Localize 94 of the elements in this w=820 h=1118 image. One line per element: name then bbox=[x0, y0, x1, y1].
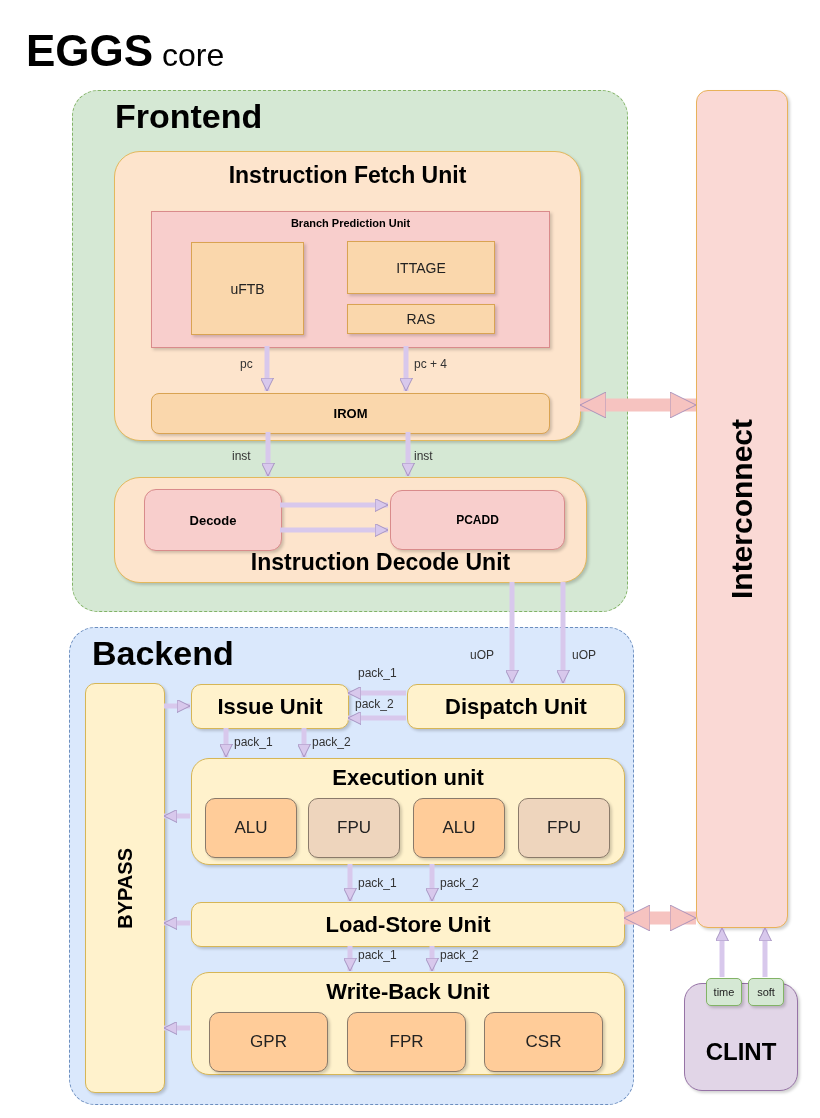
arrow bbox=[347, 711, 406, 725]
unit-box bbox=[407, 684, 625, 729]
arrow bbox=[163, 809, 190, 823]
arrow bbox=[556, 582, 570, 684]
unit-label: FPR bbox=[389, 1032, 424, 1052]
arrow bbox=[715, 927, 729, 977]
unit-label: Load-Store Unit bbox=[325, 911, 491, 938]
alu-box bbox=[205, 798, 297, 858]
arrow bbox=[505, 582, 519, 684]
bypass-bar bbox=[85, 683, 165, 1093]
edge-label: inst bbox=[232, 449, 251, 463]
edge-label: pc + 4 bbox=[414, 357, 448, 371]
arrow bbox=[261, 432, 275, 477]
unit-label: ALU bbox=[442, 818, 476, 838]
arrow bbox=[280, 523, 389, 537]
interconnect-bar bbox=[696, 90, 788, 928]
block-box bbox=[191, 242, 304, 335]
unit-label: Decode bbox=[189, 512, 237, 528]
unit-label: RAS bbox=[406, 311, 436, 327]
unit-label: time bbox=[713, 986, 735, 998]
unit-label: Interconnect bbox=[725, 419, 759, 599]
diagram-title: EGGS core bbox=[26, 26, 225, 76]
unit-label: CLINT bbox=[705, 1038, 777, 1067]
unit-box bbox=[114, 151, 581, 441]
backend-panel bbox=[69, 627, 634, 1105]
unit-label: BYPASS bbox=[113, 847, 137, 929]
unit-label: GPR bbox=[250, 1032, 287, 1052]
unit-label: ALU bbox=[234, 818, 268, 838]
register-box bbox=[209, 1012, 328, 1072]
unit-box bbox=[191, 758, 625, 865]
unit-label: Instruction Decode Unit bbox=[249, 549, 511, 577]
register-box bbox=[347, 1012, 466, 1072]
unit-label: Frontend bbox=[114, 96, 263, 136]
edge-label: pack_2 bbox=[440, 876, 479, 890]
unit-label: Execution unit bbox=[332, 764, 484, 791]
unit-box bbox=[151, 211, 550, 348]
fpu-box bbox=[308, 798, 400, 858]
edge-label: pack_2 bbox=[312, 735, 351, 749]
edge-label: pack_1 bbox=[234, 735, 273, 749]
unit-label: soft bbox=[757, 986, 775, 998]
unit-label: Instruction Fetch Unit bbox=[228, 161, 467, 189]
unit-label: CSR bbox=[525, 1032, 562, 1052]
arrow bbox=[164, 699, 191, 713]
edge-label: pack_2 bbox=[355, 697, 394, 711]
port-box bbox=[706, 978, 742, 1006]
arrow bbox=[758, 927, 772, 977]
edge-label: pc bbox=[240, 357, 253, 371]
unit-label: FPU bbox=[547, 818, 581, 838]
edge-label: pack_1 bbox=[358, 876, 397, 890]
unit-label: uFTB bbox=[230, 280, 265, 297]
block-box bbox=[151, 393, 550, 434]
unit-label: IROM bbox=[333, 406, 368, 421]
unit-box bbox=[191, 972, 625, 1075]
port-box bbox=[748, 978, 784, 1006]
unit-label: Issue Unit bbox=[217, 693, 323, 720]
edge-label: uOP bbox=[470, 648, 494, 662]
block-box bbox=[144, 489, 282, 551]
arrow bbox=[163, 916, 190, 930]
arrow bbox=[579, 391, 697, 419]
unit-label: ITTAGE bbox=[396, 259, 446, 276]
edge-label: inst bbox=[414, 449, 433, 463]
block-box bbox=[390, 490, 565, 550]
alu-box bbox=[413, 798, 505, 858]
unit-box bbox=[191, 684, 349, 729]
unit-box bbox=[191, 902, 625, 947]
arrow bbox=[219, 728, 233, 758]
unit-label: Backend bbox=[91, 633, 234, 673]
edge-label: uOP bbox=[572, 648, 596, 662]
unit-box bbox=[114, 477, 587, 583]
unit-label: PCADD bbox=[456, 513, 499, 527]
arrow bbox=[401, 432, 415, 477]
arrow bbox=[425, 946, 439, 972]
arrow bbox=[343, 946, 357, 972]
arrow bbox=[297, 728, 311, 758]
unit-label: Dispatch Unit bbox=[445, 693, 587, 720]
unit-label: Branch Prediction Unit bbox=[290, 216, 411, 229]
unit-label: FPU bbox=[337, 818, 371, 838]
arrow bbox=[399, 346, 413, 392]
arrow bbox=[343, 864, 357, 902]
arrow bbox=[347, 686, 406, 700]
edge-label: pack_1 bbox=[358, 666, 397, 680]
arrow bbox=[280, 498, 389, 512]
arrow bbox=[163, 1021, 190, 1035]
frontend-panel bbox=[72, 90, 628, 612]
edge-label: pack_2 bbox=[440, 948, 479, 962]
unit-label: Write-Back Unit bbox=[326, 978, 490, 1005]
fpu-box bbox=[518, 798, 610, 858]
register-box bbox=[484, 1012, 603, 1072]
edge-label: pack_1 bbox=[358, 948, 397, 962]
arrow bbox=[623, 904, 697, 932]
block-box bbox=[347, 241, 495, 294]
arrow bbox=[260, 346, 274, 392]
arrow bbox=[425, 864, 439, 902]
block-box bbox=[347, 304, 495, 334]
